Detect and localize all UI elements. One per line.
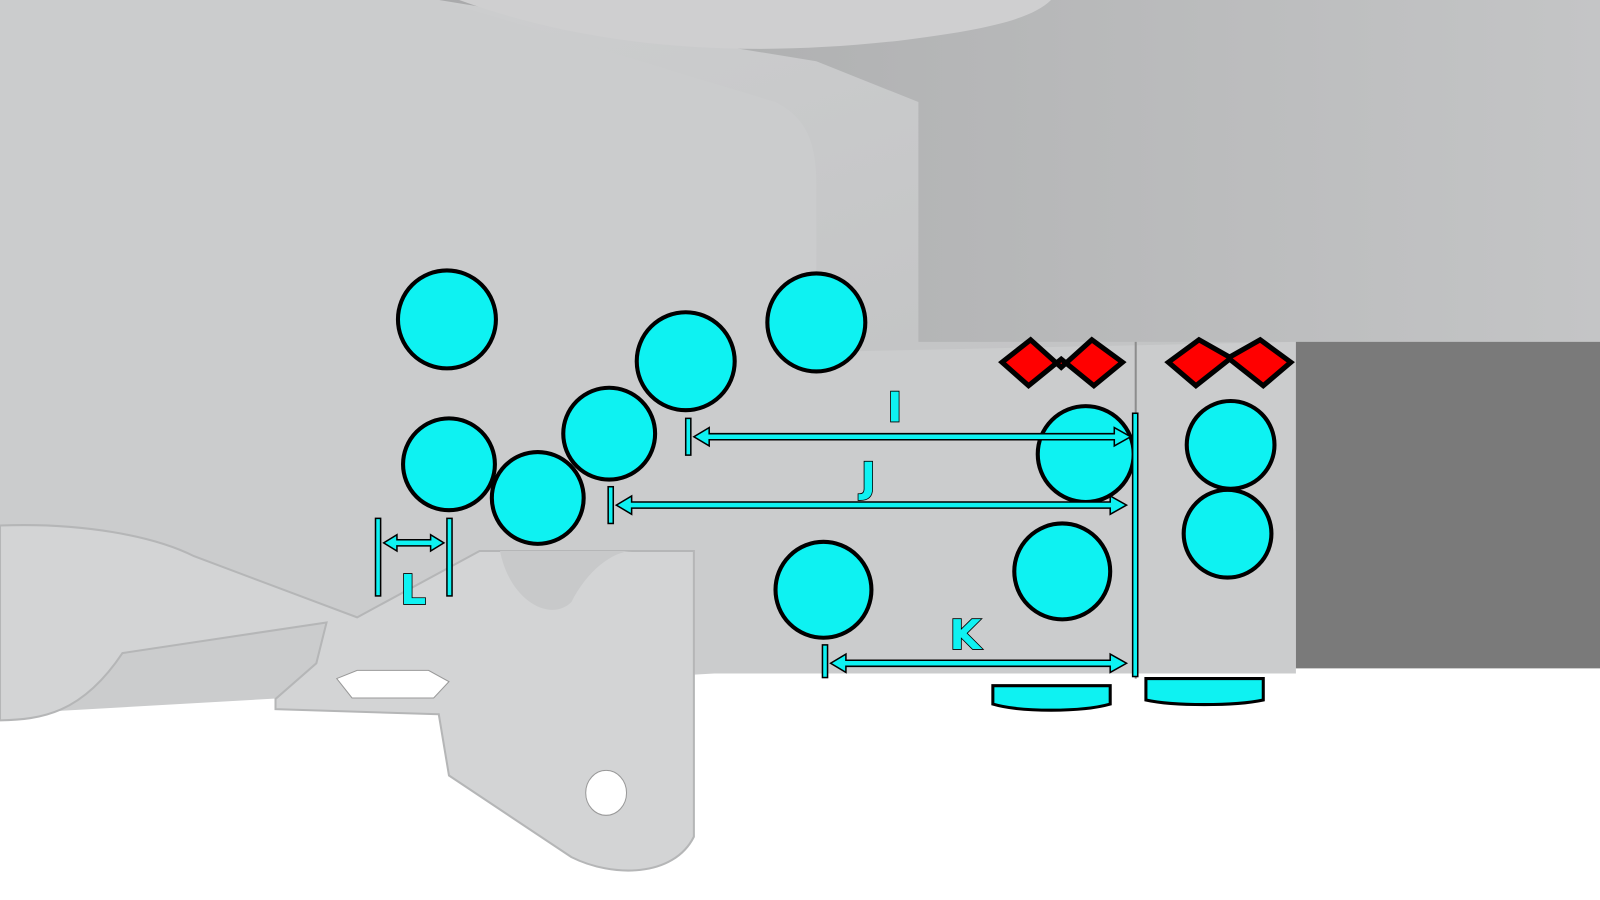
label-j: J xyxy=(858,454,876,502)
fastener-tab-left xyxy=(991,684,1112,712)
dimension-i xyxy=(684,417,1133,456)
slot-hole xyxy=(335,669,450,699)
fastener xyxy=(765,271,868,374)
fastener xyxy=(1181,487,1274,580)
dimension-k xyxy=(821,644,1129,679)
reference-line xyxy=(1131,412,1139,678)
notch xyxy=(500,551,633,610)
dimension-l xyxy=(374,517,453,597)
marker-right xyxy=(1164,336,1295,390)
fastener xyxy=(773,539,874,640)
dimensions xyxy=(374,412,1139,679)
fastener xyxy=(634,310,737,413)
fastener xyxy=(1035,404,1136,505)
lower-flange xyxy=(0,524,695,872)
fasteners xyxy=(395,268,1277,640)
fastener xyxy=(395,268,498,371)
right-upper-panel xyxy=(438,0,1600,342)
fastener xyxy=(489,450,586,546)
round-hole xyxy=(585,769,628,816)
fastener xyxy=(1184,398,1277,491)
label-k: K xyxy=(949,611,982,659)
dark-panel xyxy=(1295,341,1600,669)
fastener xyxy=(561,385,658,482)
label-i: I xyxy=(887,383,902,431)
fastener-tab-right xyxy=(1144,677,1265,707)
fastener xyxy=(401,416,497,513)
fastener xyxy=(1012,521,1113,622)
marker-left xyxy=(998,336,1127,390)
top-lip xyxy=(459,0,1052,49)
dimension-j xyxy=(607,485,1129,525)
label-l: L xyxy=(400,566,426,614)
